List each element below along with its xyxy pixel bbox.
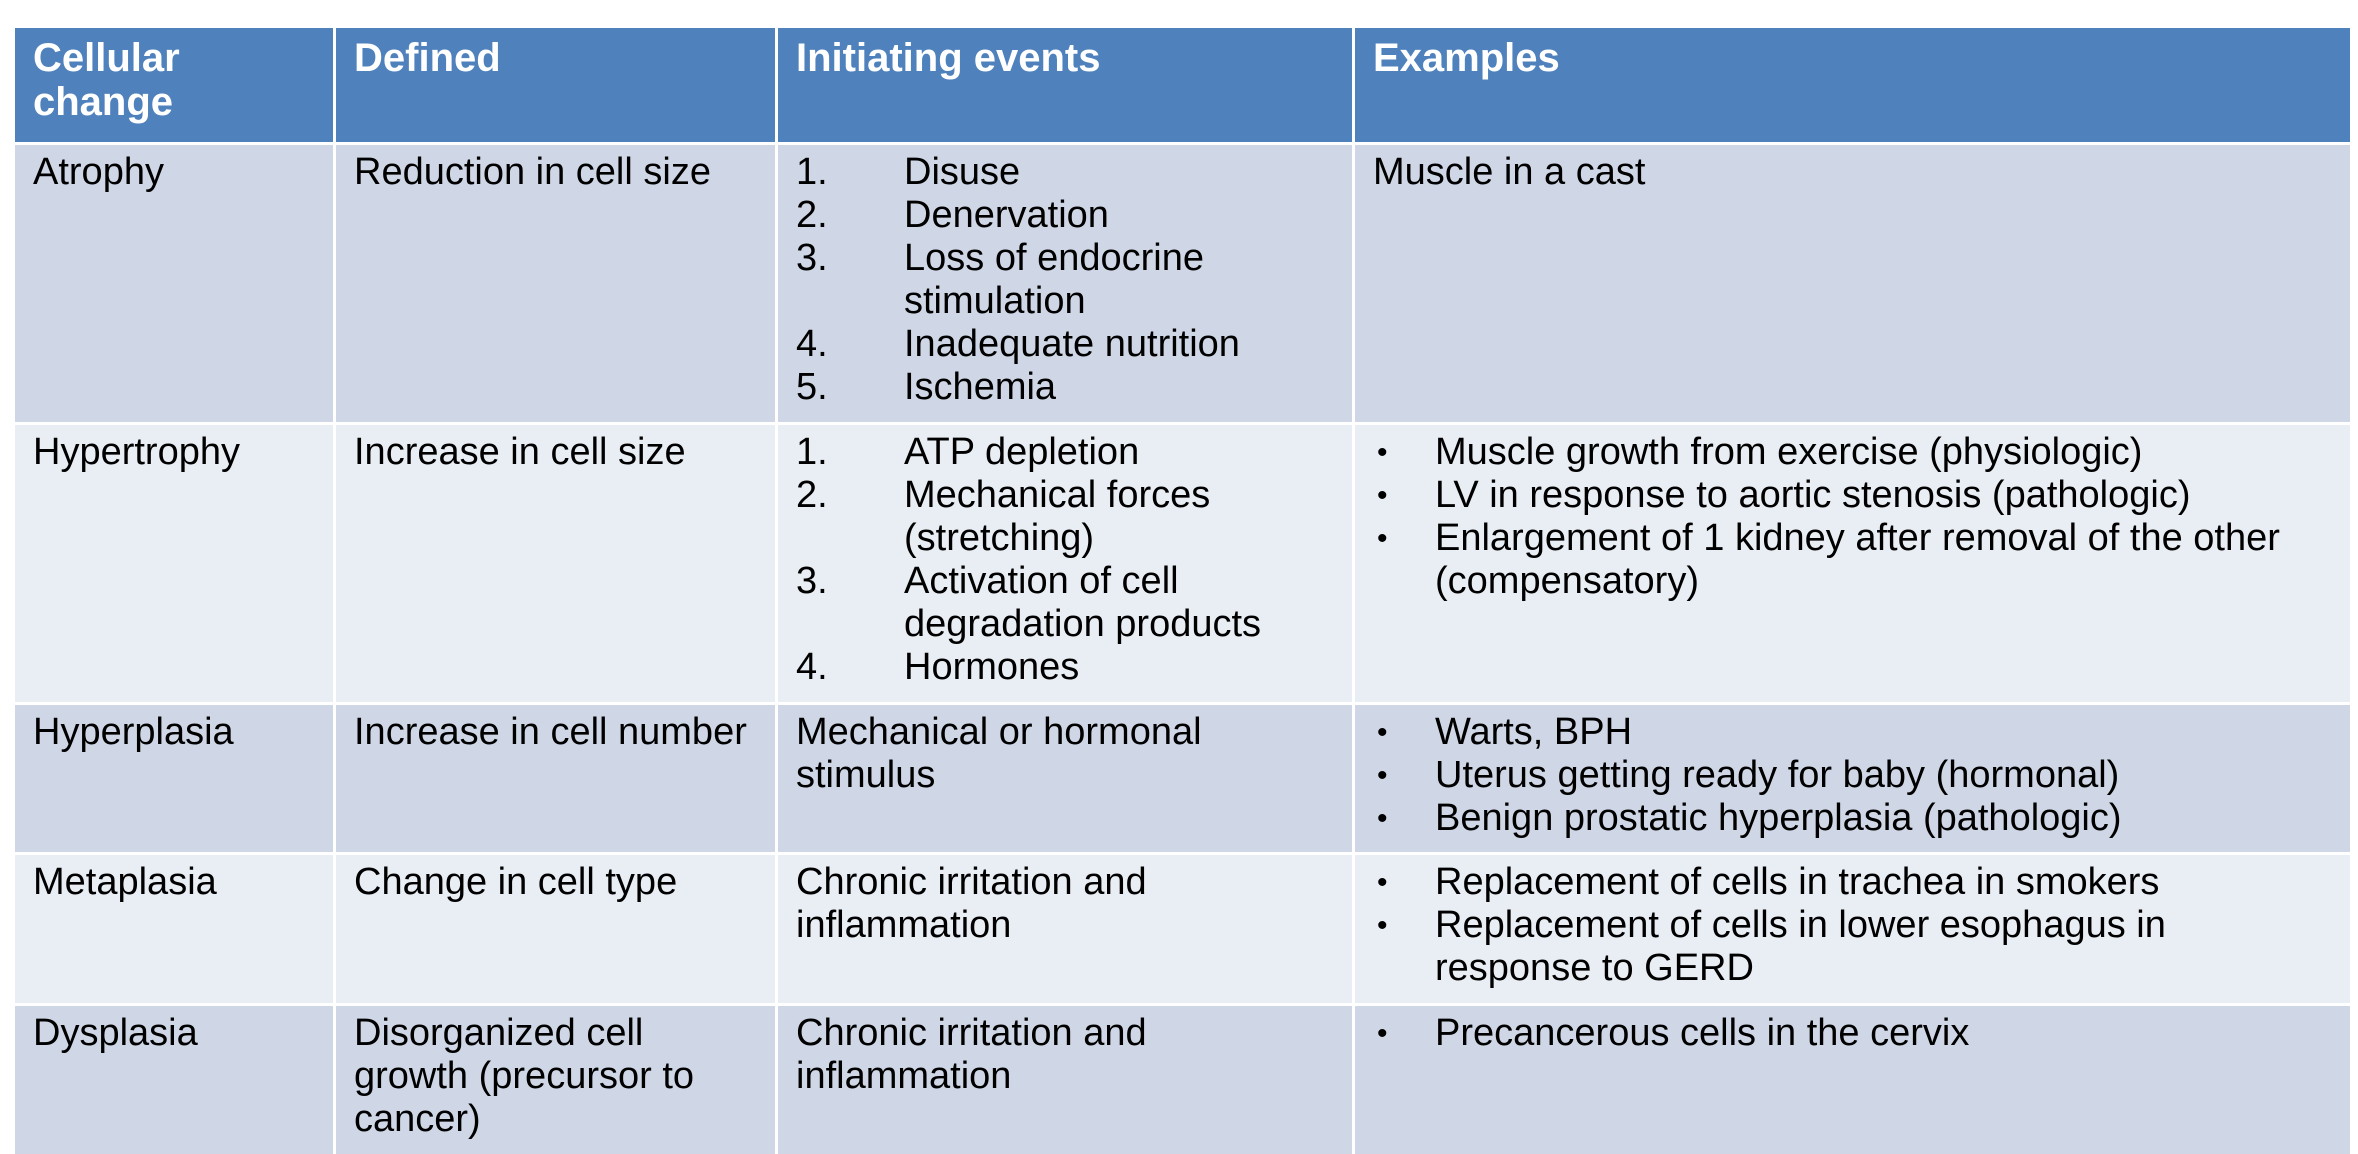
bullet-icon: • [1377, 802, 1388, 835]
cell-cellular-change: Hyperplasia [15, 705, 336, 852]
cell-examples: • Precancerous cells in the cervix [1355, 1006, 2350, 1154]
list-number: 2. [796, 474, 828, 516]
list-number: 5. [796, 366, 828, 408]
list-item-text: Replacement of cells in lower esophagus … [1435, 904, 2166, 989]
cell-cellular-change: Dysplasia [15, 1006, 336, 1154]
bullet-icon: • [1377, 866, 1388, 899]
examples-list: • Warts, BPH • Uterus getting ready for bab… [1373, 711, 2332, 840]
bullet-icon: • [1377, 716, 1388, 749]
list-item: 4. Hormones [796, 646, 1334, 689]
list-item-text: LV in response to aortic stenosis (patho… [1435, 474, 2191, 516]
cell-defined: Reduction in cell size [336, 145, 778, 422]
list-item-text: ATP depletion [904, 431, 1140, 473]
list-item-text: Warts, BPH [1435, 711, 1633, 753]
header-initiating-events: Initiating events [778, 28, 1355, 142]
list-item: 3. Loss of endocrine stimulation [796, 237, 1334, 323]
list-item-text: Benign prostatic hyperplasia (pathologic… [1435, 797, 2122, 839]
bullet-icon: • [1377, 522, 1388, 555]
bullet-icon: • [1377, 479, 1388, 512]
list-item: 3. Activation of cell degradation product… [796, 560, 1334, 646]
list-number: 1. [796, 431, 828, 473]
cell-cellular-change: Atrophy [15, 145, 336, 422]
cell-examples: • Replacement of cells in trachea in smok… [1355, 855, 2350, 1003]
list-item-text: Muscle growth from exercise (physiologic… [1435, 431, 2143, 473]
list-item: • Benign prostatic hyperplasia (pathologi… [1373, 797, 2332, 840]
list-number: 4. [796, 323, 828, 365]
bullet-icon: • [1377, 436, 1388, 469]
list-item-text: Ischemia [904, 366, 1057, 408]
header-defined: Defined [336, 28, 778, 142]
list-item-text: Precancerous cells in the cervix [1435, 1012, 1970, 1054]
initiating-events-list: 1. Disuse 2. Denervation 3. Loss of endocrine… [796, 151, 1334, 409]
bullet-icon: • [1377, 1017, 1388, 1050]
list-item: 1. Disuse [796, 151, 1334, 194]
bullet-icon: • [1377, 909, 1388, 942]
list-number: 4. [796, 646, 828, 688]
cellular-change-table: Cellular change Defined Initiating event… [15, 28, 2350, 1154]
cell-defined: Increase in cell size [336, 425, 778, 702]
list-item-text: Loss of endocrine stimulation [904, 237, 1204, 322]
examples-list: • Replacement of cells in trachea in smok… [1373, 861, 2332, 990]
list-item: 1. ATP depletion [796, 431, 1334, 474]
list-item: • Replacement of cells in lower esophagus… [1373, 904, 2332, 990]
cell-initiating-events: 1. Disuse 2. Denervation 3. Loss of endocrine… [778, 145, 1355, 422]
list-item-text: Hormones [904, 646, 1080, 688]
header-examples: Examples [1355, 28, 2350, 142]
cell-cellular-change: Metaplasia [15, 855, 336, 1003]
list-number: 2. [796, 194, 828, 236]
list-item: • Enlargement of 1 kidney after removal o… [1373, 517, 2332, 603]
list-item: 5. Ischemia [796, 366, 1334, 409]
cell-initiating-events: Mechanical or hormonal stimulus [778, 705, 1355, 852]
cell-examples: • Warts, BPH • Uterus getting ready for bab… [1355, 705, 2350, 852]
list-number: 3. [796, 237, 828, 279]
examples-list: • Precancerous cells in the cervix [1373, 1012, 2332, 1055]
list-item: 2. Denervation [796, 194, 1334, 237]
list-item-text: Enlargement of 1 kidney after removal of… [1435, 517, 2280, 602]
cell-defined: Change in cell type [336, 855, 778, 1003]
initiating-events-list: 1. ATP depletion 2. Mechanical forces (stre… [796, 431, 1334, 689]
cell-examples: Muscle in a cast [1355, 145, 2350, 422]
cell-cellular-change: Hypertrophy [15, 425, 336, 702]
header-cellular-change: Cellular change [15, 28, 336, 142]
examples-list: • Muscle growth from exercise (physiologi… [1373, 431, 2332, 603]
cell-initiating-events: Chronic irritation and inflammation [778, 855, 1355, 1003]
cell-examples: • Muscle growth from exercise (physiologi… [1355, 425, 2350, 702]
list-item-text: Inadequate nutrition [904, 323, 1240, 365]
list-number: 1. [796, 151, 828, 193]
cell-defined: Increase in cell number [336, 705, 778, 852]
list-item-text: Uterus getting ready for baby (hormonal) [1435, 754, 2120, 796]
list-item: • Precancerous cells in the cervix [1373, 1012, 2332, 1055]
list-item-text: Mechanical forces (stretching) [904, 474, 1211, 559]
list-item: 4. Inadequate nutrition [796, 323, 1334, 366]
list-item: • Replacement of cells in trachea in smok… [1373, 861, 2332, 904]
cell-initiating-events: 1. ATP depletion 2. Mechanical forces (stre… [778, 425, 1355, 702]
list-item-text: Activation of cell degradation products [904, 560, 1262, 645]
cell-defined: Disorganized cell growth (precursor to c… [336, 1006, 778, 1154]
list-item-text: Replacement of cells in trachea in smoke… [1435, 861, 2160, 903]
list-item: • Muscle growth from exercise (physiologi… [1373, 431, 2332, 474]
list-item: • Warts, BPH [1373, 711, 2332, 754]
list-item: • LV in response to aortic stenosis (path… [1373, 474, 2332, 517]
list-item-text: Denervation [904, 194, 1109, 236]
list-item-text: Disuse [904, 151, 1021, 193]
list-item: • Uterus getting ready for baby (hormonal… [1373, 754, 2332, 797]
cell-initiating-events: Chronic irritation and inflammation [778, 1006, 1355, 1154]
bullet-icon: • [1377, 759, 1388, 792]
list-item: 2. Mechanical forces (stretching) [796, 474, 1334, 560]
list-number: 3. [796, 560, 828, 602]
